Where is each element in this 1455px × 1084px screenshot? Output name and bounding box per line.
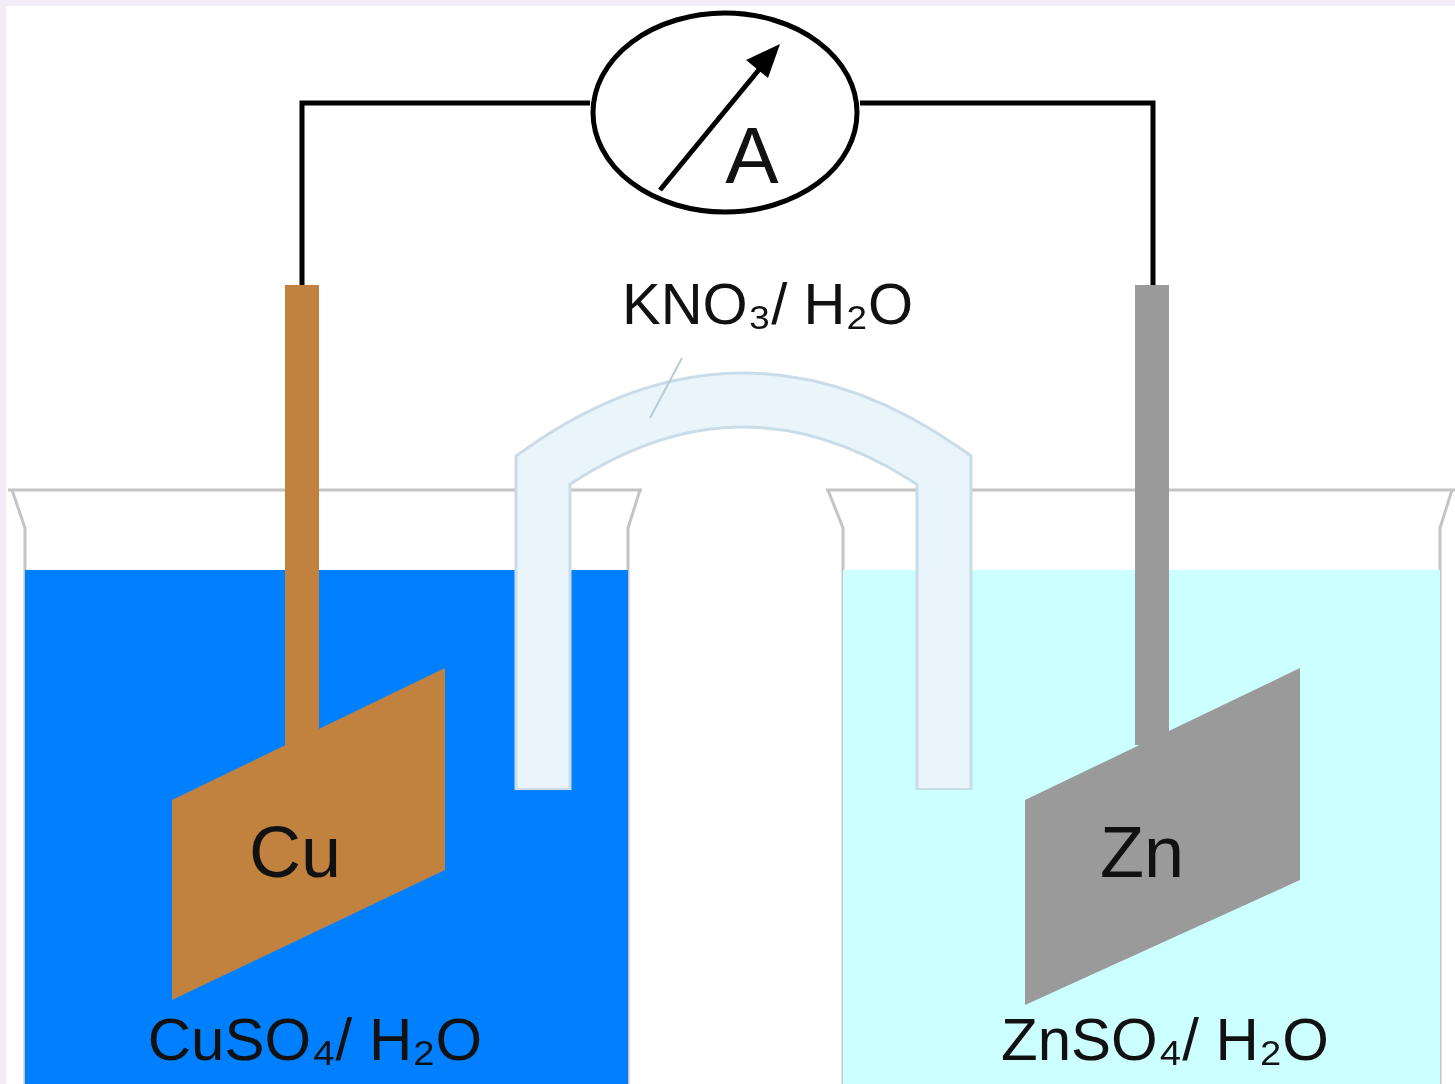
meter-needle-head (746, 44, 780, 78)
electrode-label: Zn (1100, 816, 1184, 888)
copper-electrode: Cu (172, 285, 445, 1000)
electrode-rod (285, 285, 319, 745)
beaker-rim (8, 489, 642, 492)
zinc-electrode-outline (1025, 285, 1300, 1005)
electrolyte-beaker: ZnSO₄/ H₂O Zn (843, 570, 1440, 1084)
solution-label: CuSO₄/ H₂O (148, 1010, 483, 1070)
electrode-plate (1025, 668, 1300, 1005)
meter-face (593, 13, 857, 212)
zinc-electrode: Zn (1025, 285, 1300, 1005)
electrode-plate (172, 668, 445, 1000)
beaker-wall (828, 490, 843, 1084)
beaker-wall (12, 490, 25, 1084)
ammeter-symbol: A (725, 116, 778, 196)
ammeter-circle: A (590, 10, 860, 215)
beaker-wall (628, 490, 640, 1084)
ammeter-circle-outline (590, 10, 860, 215)
electrolyte-beaker: CuSO₄/ H₂O Cu (25, 570, 628, 1084)
beaker-wall (1440, 490, 1452, 1084)
solution-label: ZnSO₄/ H₂O (1001, 1010, 1329, 1070)
copper-electrode-outline (172, 285, 445, 1000)
leader-line (650, 358, 682, 418)
electrode-rod (1135, 285, 1169, 745)
electrode-label: Cu (249, 816, 341, 888)
connecting-wire (302, 103, 590, 285)
salt-bridge-label: KNO₃/ H₂O (622, 275, 913, 333)
connecting-wire (860, 103, 1153, 285)
